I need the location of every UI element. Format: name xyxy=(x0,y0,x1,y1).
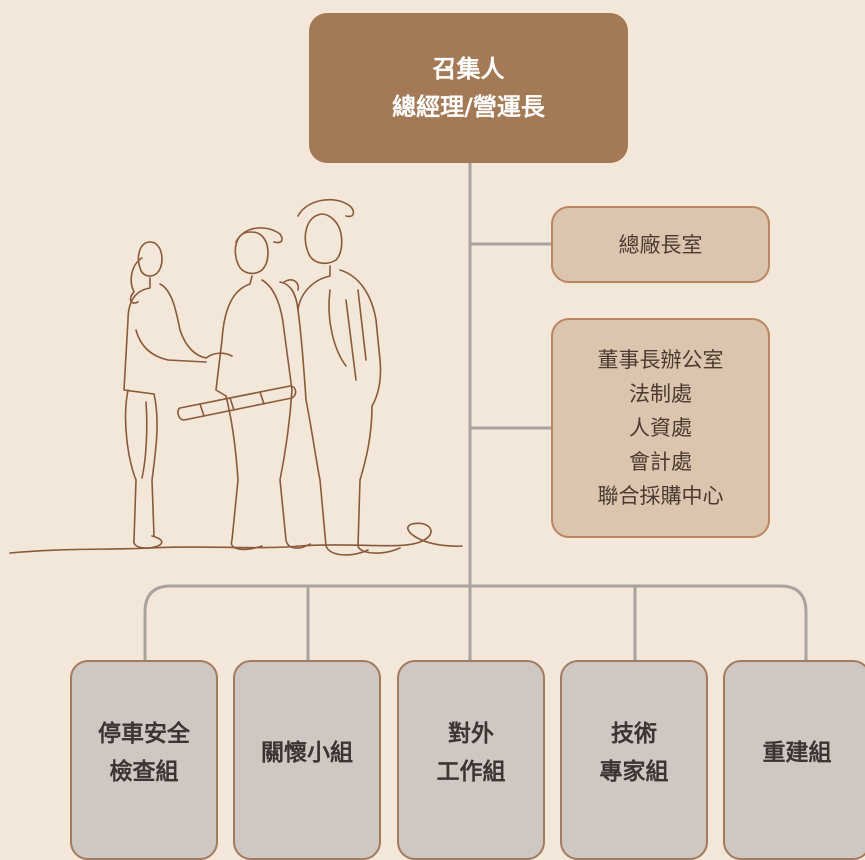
group-label: 關懷小組 xyxy=(261,740,353,766)
convener-title: 召集人 xyxy=(432,55,505,83)
side-unit-label: 董事長辦公室 xyxy=(597,348,724,372)
side-unit-plant-director-office: 總廠長室 xyxy=(551,206,770,283)
group-label: 技術 xyxy=(611,721,657,747)
group-label: 工作組 xyxy=(436,759,506,785)
bottom-bracket xyxy=(143,584,808,660)
group-technical-experts: 技術 專家組 xyxy=(560,660,708,860)
group-external-affairs: 對外 工作組 xyxy=(397,660,545,860)
side-unit-support-offices: 董事長辦公室 法制處 人資處 會計處 聯合採購中心 xyxy=(551,318,770,538)
side-unit-label: 聯合採購中心 xyxy=(597,484,724,508)
group-care-team: 關懷小組 xyxy=(233,660,381,860)
side-unit-label: 總廠長室 xyxy=(618,232,703,257)
side-unit-label: 法制處 xyxy=(629,382,692,406)
group-label: 停車安全 xyxy=(98,721,190,747)
group-label: 對外 xyxy=(448,721,494,747)
group-reconstruction: 重建組 xyxy=(723,660,865,860)
workers-handshake-illustration xyxy=(9,198,463,556)
convener-box: 召集人 總經理/營運長 xyxy=(309,13,628,163)
group-parking-safety-inspection: 停車安全 檢查組 xyxy=(70,660,218,860)
convener-role: 總經理/營運長 xyxy=(392,93,545,121)
side-unit-label: 人資處 xyxy=(629,416,692,440)
group-label: 重建組 xyxy=(762,740,832,766)
side-unit-label: 會計處 xyxy=(629,450,692,474)
group-label: 檢查組 xyxy=(109,759,179,785)
group-label: 專家組 xyxy=(599,759,669,785)
